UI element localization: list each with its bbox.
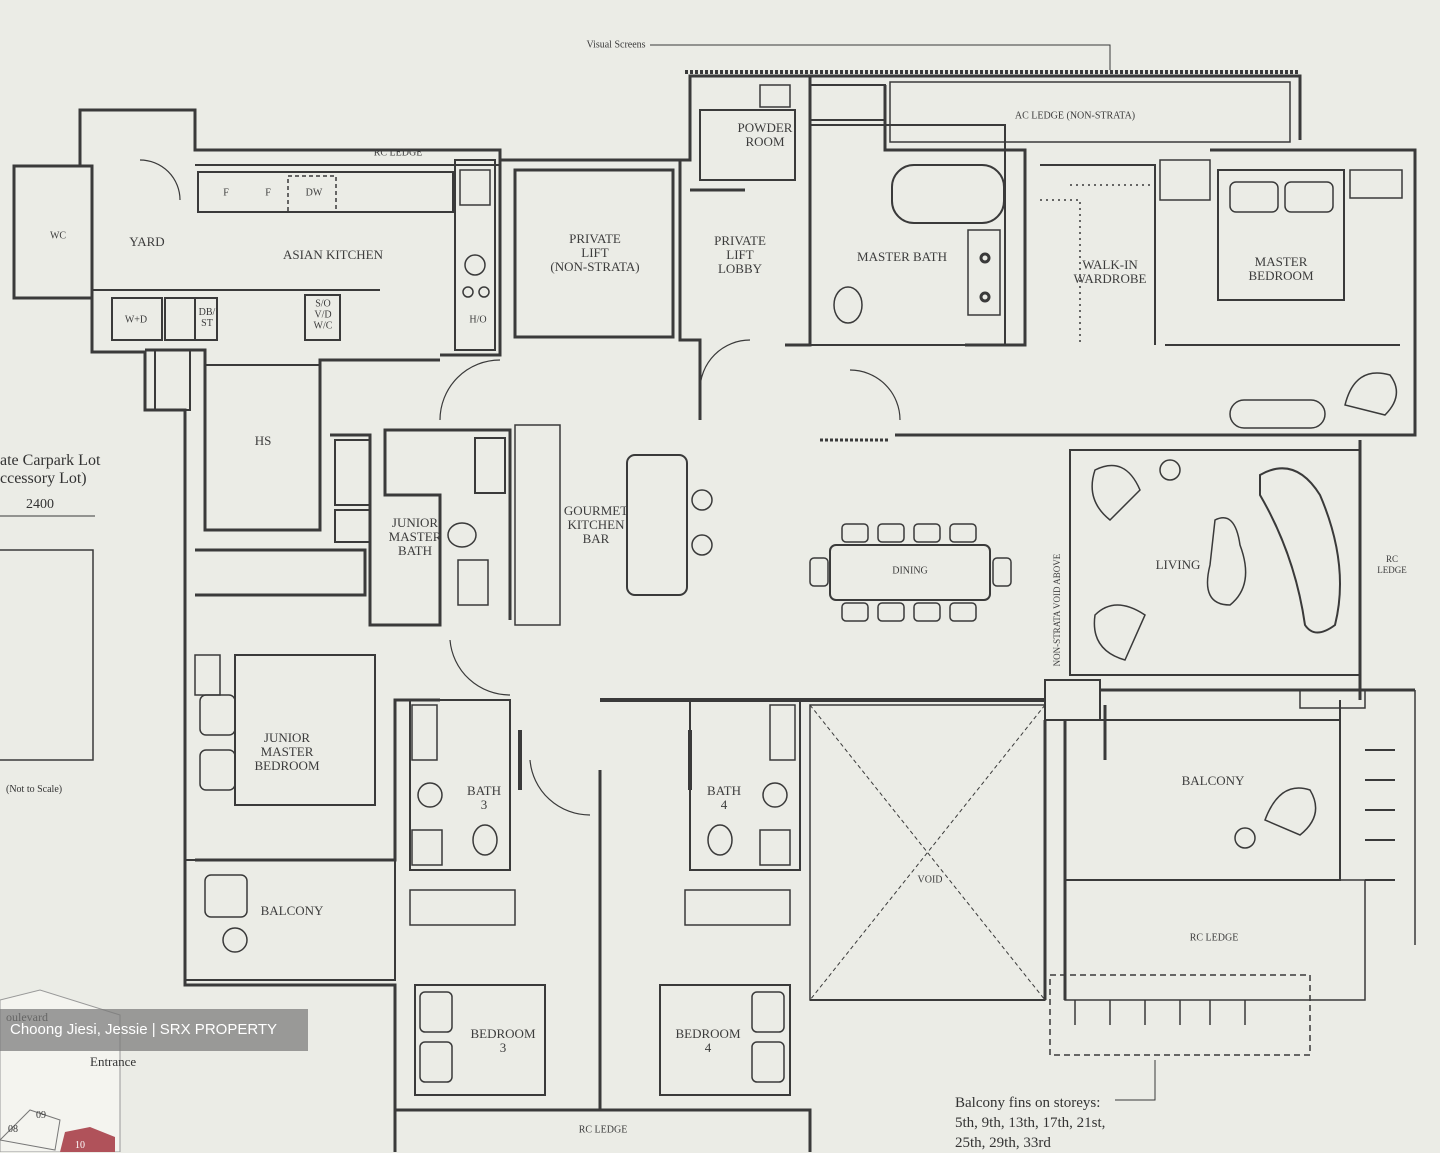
label-void: VOID (917, 874, 943, 886)
label-walk-in-wardrobe: WALK-IN WARDROBE (1073, 257, 1147, 286)
wc-room (12, 164, 94, 300)
keyplan-unit-09: 09 (36, 1110, 46, 1121)
label-dishwasher: DW (305, 187, 323, 199)
label-yard: YARD (129, 234, 165, 249)
key-plan: oulevard Entrance 08 09 10 (0, 1010, 150, 1152)
outer-wall-bottom (395, 1108, 812, 1152)
label-sovdwc: S/O V/D W/C (313, 298, 333, 332)
label-asian-kitchen: ASIAN KITCHEN (282, 247, 384, 262)
label-master-bath: MASTER BATH (857, 249, 947, 264)
label-wd: W+D (124, 314, 148, 326)
kitchen-counter (197, 171, 454, 213)
label-private-lift: PRIVATE LIFT (non-strata) (550, 231, 640, 274)
label-rc-ledge-right: RC LEDGE (1189, 932, 1239, 944)
carpark-dimension: 2400 (26, 497, 54, 512)
bedroom-4-wardrobe (684, 889, 791, 926)
living-room (1069, 449, 1361, 676)
bedroom-3-wardrobe (409, 889, 516, 926)
balcony-left (184, 859, 396, 981)
label-balcony-right: BALCONY (1181, 773, 1245, 788)
label-balcony-left: BALCONY (260, 903, 324, 918)
label-gourmet-kitchen-bar: GOURMET KITCHEN BAR (563, 503, 629, 546)
carpark-title: ate Carpark Lot ccessory Lot) (0, 452, 101, 487)
rc-ledge-right (1064, 879, 1366, 1001)
master-bath (809, 124, 1006, 346)
outer-wall-right (1020, 148, 1417, 437)
bedroom-3-bed (414, 984, 546, 1096)
label-visual-screens: Visual Screens (586, 39, 646, 51)
carpark-lot (0, 549, 94, 761)
bedroom-4-bed (659, 984, 791, 1096)
watermark-banner: Choong Jiesi, Jessie | SRX PROPERTY (0, 1009, 308, 1051)
kitchen-island (626, 454, 688, 596)
label-rc-ledge-bottom: RC LEDGE (578, 1124, 628, 1136)
label-junior-master-bath: JUNIOR MASTER BATH (388, 515, 442, 558)
label-bedroom-3: BEDROOM 3 (470, 1026, 536, 1055)
powder-room (699, 109, 796, 181)
label-bath-3: BATH 3 (467, 783, 501, 812)
label-powder-room: POWDER ROOM (737, 120, 793, 149)
balcony-fins-note: Balcony fins on storeys: 5th, 9th, 13th,… (955, 1095, 1106, 1151)
label-fridge-2: F (265, 187, 271, 199)
label-rc-ledge-top: RC LEDGE (373, 147, 423, 159)
keyplan-unit-08: 08 (8, 1124, 18, 1135)
keyplan-entrance: Entrance (90, 1054, 137, 1069)
kitchen-bar-counter (514, 424, 561, 626)
not-to-scale-note: (Not to Scale) (6, 784, 63, 795)
ac-ledge (889, 81, 1291, 143)
label-fridge-1: F (223, 187, 229, 199)
label-bath-4: BATH 4 (707, 783, 741, 812)
label-non-strata-void: NON-STRATA VOID ABOVE (1052, 553, 1062, 667)
private-lift (513, 168, 675, 339)
label-junior-master-bedroom: JUNIOR MASTER BEDROOM (254, 730, 320, 773)
label-hs: HS (254, 433, 272, 448)
label-wc: WC (49, 230, 67, 242)
outer-wall-top-left (14, 74, 1302, 168)
bath-3 (409, 699, 511, 871)
label-master-bedroom: MASTER BEDROOM (1248, 254, 1314, 283)
dining-table (829, 544, 991, 601)
label-dining: DINING (892, 565, 928, 577)
keyplan-unit-10: 10 (75, 1140, 85, 1151)
label-ac-ledge: AC LEDGE (NON-STRATA) (1014, 110, 1136, 122)
label-living: LIVING (1155, 557, 1201, 572)
label-bedroom-4: BEDROOM 4 (675, 1026, 741, 1055)
wd-space (111, 297, 163, 341)
label-db-st: DB/ ST (198, 307, 216, 329)
master-bedroom-bed (1217, 169, 1345, 301)
label-rc-ledge-side: RC LEDGE (1377, 554, 1407, 575)
hs-room (204, 364, 321, 531)
label-private-lift-lobby: PRIVATE LIFT LOBBY (714, 233, 766, 276)
label-hob: H/O (469, 314, 487, 326)
